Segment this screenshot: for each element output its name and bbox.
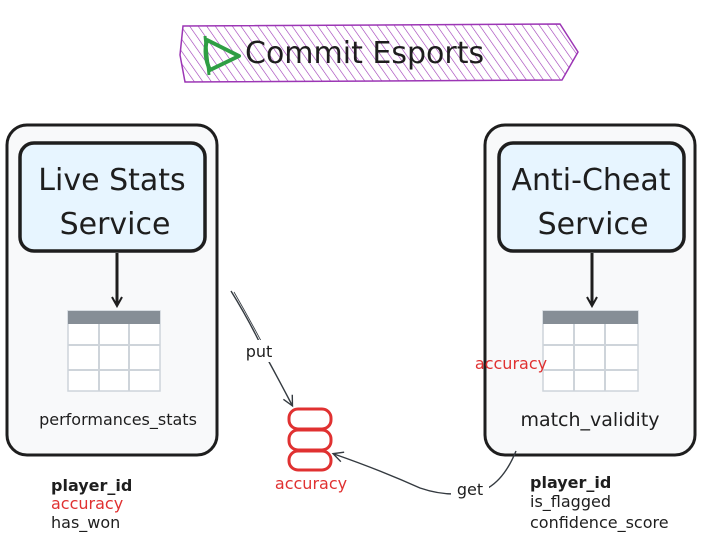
page-title: Commit Esports (245, 36, 484, 71)
live-stats-panel: Live Stats Service performances_stats (5, 123, 219, 457)
put-edge: put (230, 290, 294, 408)
commit-logo-icon (203, 35, 241, 76)
service-name-line2: Service (538, 207, 649, 242)
service-name-line1: Anti-Cheat (511, 163, 670, 198)
anti-cheat-panel: Anti-Cheat Service accuracy match_validi… (475, 123, 697, 457)
field-2: is_flagged (530, 492, 611, 512)
database-icon (287, 407, 333, 472)
right-field-list: player_id is_flagged confidence_score (530, 473, 669, 533)
title-banner: Commit Esports (179, 23, 579, 83)
table-name: performances_stats (39, 410, 197, 430)
field-other: has_won (51, 513, 120, 533)
left-field-list: player_id accuracy has_won (51, 476, 132, 533)
table-annotation: accuracy (475, 354, 547, 373)
title-hexagon (179, 23, 579, 83)
field-key: player_id (530, 473, 611, 492)
service-name-line1: Live Stats (38, 163, 185, 198)
field-3: confidence_score (530, 513, 669, 533)
table-icon (67, 310, 161, 392)
cache-store: accuracy (275, 407, 347, 493)
table-icon (542, 310, 639, 392)
put-label: put (246, 342, 273, 361)
field-highlight: accuracy (51, 494, 123, 513)
get-label: get (457, 480, 483, 499)
service-name-line2: Service (60, 207, 171, 242)
get-arrow (331, 450, 517, 495)
table-name: match_validity (520, 409, 659, 431)
cache-label: accuracy (275, 474, 347, 493)
field-key: player_id (51, 476, 132, 495)
get-edge: get (331, 450, 517, 500)
live-stats-service-box (18, 141, 207, 253)
anti-cheat-service-box (497, 141, 686, 253)
